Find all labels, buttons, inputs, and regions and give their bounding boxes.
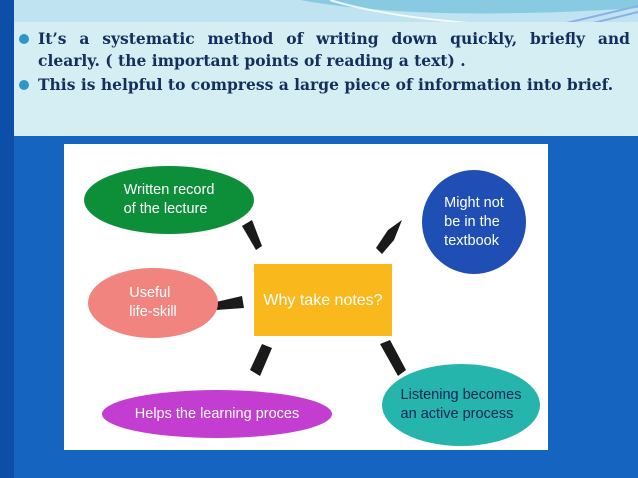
arrow-to-written-record (242, 220, 262, 250)
arrow-to-helps (250, 344, 272, 376)
node-why-take-notes: Why take notes? (254, 264, 392, 336)
arrow-to-listening (380, 340, 406, 376)
diagram-arrows (216, 220, 406, 376)
node-might-not-be-in-textbook: Might not be in the textbook (422, 170, 526, 274)
node-useful-label: Useful life-skill (129, 285, 177, 320)
bullet-list: It’s a systematic method of writing down… (14, 22, 638, 96)
bullet-text: It’s a systematic method of writing down… (38, 29, 630, 70)
node-written-record-label: Written record of the lecture (123, 182, 215, 217)
node-listening-active: Listening becomes an active process (382, 364, 540, 446)
node-useful-life-skill: Useful life-skill (88, 268, 218, 338)
arrow-to-might-not (376, 220, 402, 254)
bullet-icon (19, 80, 29, 90)
mind-map-diagram: Written record of the lecture Might not … (64, 144, 548, 450)
node-helps-label: Helps the learning proces (134, 405, 300, 422)
bullet-item: It’s a systematic method of writing down… (19, 28, 630, 72)
left-accent-band (0, 0, 14, 478)
node-written-record: Written record of the lecture (84, 166, 254, 234)
bullet-item: This is helpful to compress a large piec… (19, 74, 630, 96)
node-listening-label: Listening becomes an active process (400, 387, 522, 422)
node-center-label: Why take notes? (263, 291, 383, 309)
arrow-to-useful (216, 296, 244, 310)
node-might-not-label: Might not be in the textbook (444, 194, 504, 249)
node-helps-learning: Helps the learning proces (102, 390, 332, 438)
bullet-icon (19, 34, 29, 44)
bullet-text: This is helpful to compress a large piec… (38, 75, 614, 94)
bullet-text-box: It’s a systematic method of writing down… (14, 22, 638, 136)
